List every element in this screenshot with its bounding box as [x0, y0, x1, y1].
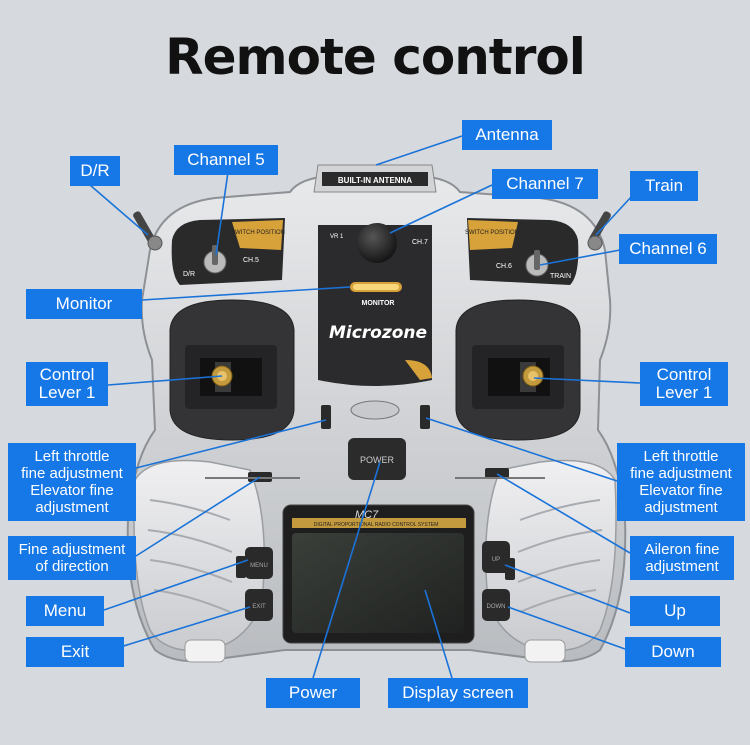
leader-monitor: [141, 286, 351, 301]
dr-switch: [133, 211, 163, 251]
train-switch: [587, 211, 611, 251]
dr-tag: D/R: [183, 271, 195, 278]
label-aileron-trim-line2: adjustment: [645, 558, 719, 575]
up-key-text: UP: [492, 557, 500, 563]
label-aileron-trim: Aileron fine adjustment: [630, 536, 734, 580]
leader-dr: [89, 184, 149, 236]
leader-aileron: [496, 473, 631, 554]
label-right-trim-line1: Left throttle: [643, 448, 719, 465]
leader-trim-left: [135, 419, 327, 469]
ch5-tag: CH.5: [243, 257, 259, 264]
leader-up: [504, 564, 631, 614]
leader-menu: [103, 559, 249, 611]
screen-caption: DIGITAL PROPORTIONAL RADIO CONTROL SYSTE…: [314, 522, 439, 528]
label-right-trim-line2: fine adjustment: [630, 465, 732, 482]
antenna-badge-text: BUILT-IN ANTENNA: [338, 176, 412, 185]
label-right-trim-line4: adjustment: [644, 499, 718, 516]
label-channel5: Channel 5: [174, 145, 278, 175]
leader-down: [507, 606, 626, 650]
leader-lever-left: [107, 375, 223, 386]
leader-channel6: [539, 249, 621, 266]
left-switch-panel: SWITCH POSITION D/R CH.5: [171, 218, 285, 285]
switch-caption-right: SWITCH POSITION: [465, 230, 519, 236]
label-control-lever-right-line2: Lever 1: [655, 383, 713, 402]
channel7-knob: [357, 223, 397, 263]
exit-key-text: EXIT: [252, 604, 266, 610]
leader-power: [312, 461, 381, 679]
label-exit: Exit: [26, 637, 124, 667]
label-left-trim: Left throttle fine adjustment Elevator f…: [8, 443, 136, 521]
label-right-trim-line3: Elevator fine: [639, 482, 723, 499]
leader-direction: [135, 476, 261, 557]
leader-display: [424, 589, 453, 679]
label-power: Power: [266, 678, 360, 708]
label-control-lever-right-line1: Control: [656, 365, 712, 384]
ch6-tag: CH.6: [496, 263, 512, 270]
left-gimbal: [169, 299, 295, 441]
label-left-trim-line2: fine adjustment: [21, 465, 123, 482]
power-key-text: POWER: [360, 455, 395, 465]
vr-tag: VR 1: [330, 234, 344, 240]
right-switch-panel: SWITCH POSITION CH.6 TRAIN: [465, 218, 579, 285]
label-left-trim-line1: Left throttle: [34, 448, 110, 465]
label-display-screen: Display screen: [388, 678, 528, 708]
leader-channel5: [215, 171, 229, 256]
antenna: BUILT-IN ANTENNA: [313, 164, 437, 193]
down-key-text: DOWN: [487, 604, 506, 610]
brand-logo-text: Microzone: [329, 323, 427, 343]
label-aileron-trim-line1: Aileron fine: [644, 541, 720, 558]
train-tag: TRAIN: [550, 273, 571, 280]
label-up: Up: [630, 596, 720, 626]
leader-exit: [103, 606, 251, 653]
label-control-lever-left-line2: Lever 1: [38, 383, 96, 402]
label-dr: D/R: [70, 156, 120, 186]
label-left-trim-line3: Elevator fine: [30, 482, 114, 499]
label-down: Down: [625, 637, 721, 667]
label-control-lever-left-line1: Control: [39, 365, 95, 384]
label-channel7: Channel 7: [492, 169, 598, 199]
ch7-tag: CH.7: [412, 239, 428, 246]
label-train: Train: [630, 171, 698, 201]
leader-antenna: [375, 135, 463, 166]
monitor-tag: MONITOR: [362, 300, 395, 307]
center-panel: VR 1 CH.7 MONITOR Microzone: [318, 223, 432, 386]
switch-caption-left: SWITCH POSITION: [231, 230, 285, 236]
label-direction-trim: Fine adjustment of direction: [8, 536, 136, 580]
leader-lines: [89, 135, 641, 679]
power-key-area: POWER: [348, 400, 406, 480]
leader-lever-right: [533, 377, 641, 384]
label-antenna: Antenna: [462, 120, 552, 150]
leader-trim-right: [425, 417, 618, 482]
label-left-trim-line4: adjustment: [35, 499, 109, 516]
label-menu: Menu: [26, 596, 104, 626]
label-monitor: Monitor: [26, 289, 142, 319]
label-right-trim: Left throttle fine adjustment Elevator f…: [617, 443, 745, 521]
leader-train: [595, 195, 633, 236]
display-unit: DIGITAL PROPORTIONAL RADIO CONTROL SYSTE…: [282, 504, 475, 644]
page-title: Remote control: [165, 28, 586, 86]
side-keys: MENU EXIT UP DOWN: [245, 541, 510, 621]
label-channel6: Channel 6: [619, 234, 717, 264]
right-gimbal: [455, 299, 581, 441]
label-direction-trim-line1: Fine adjustment: [18, 541, 126, 558]
leader-channel7: [389, 184, 493, 234]
model-text: MC7: [355, 509, 379, 521]
label-direction-trim-line2: of direction: [35, 558, 109, 575]
display-screen: [292, 533, 464, 633]
menu-key-text: MENU: [250, 563, 268, 569]
label-control-lever-right: Control Lever 1: [640, 362, 728, 406]
label-control-lever-left: Control Lever 1: [26, 362, 108, 406]
